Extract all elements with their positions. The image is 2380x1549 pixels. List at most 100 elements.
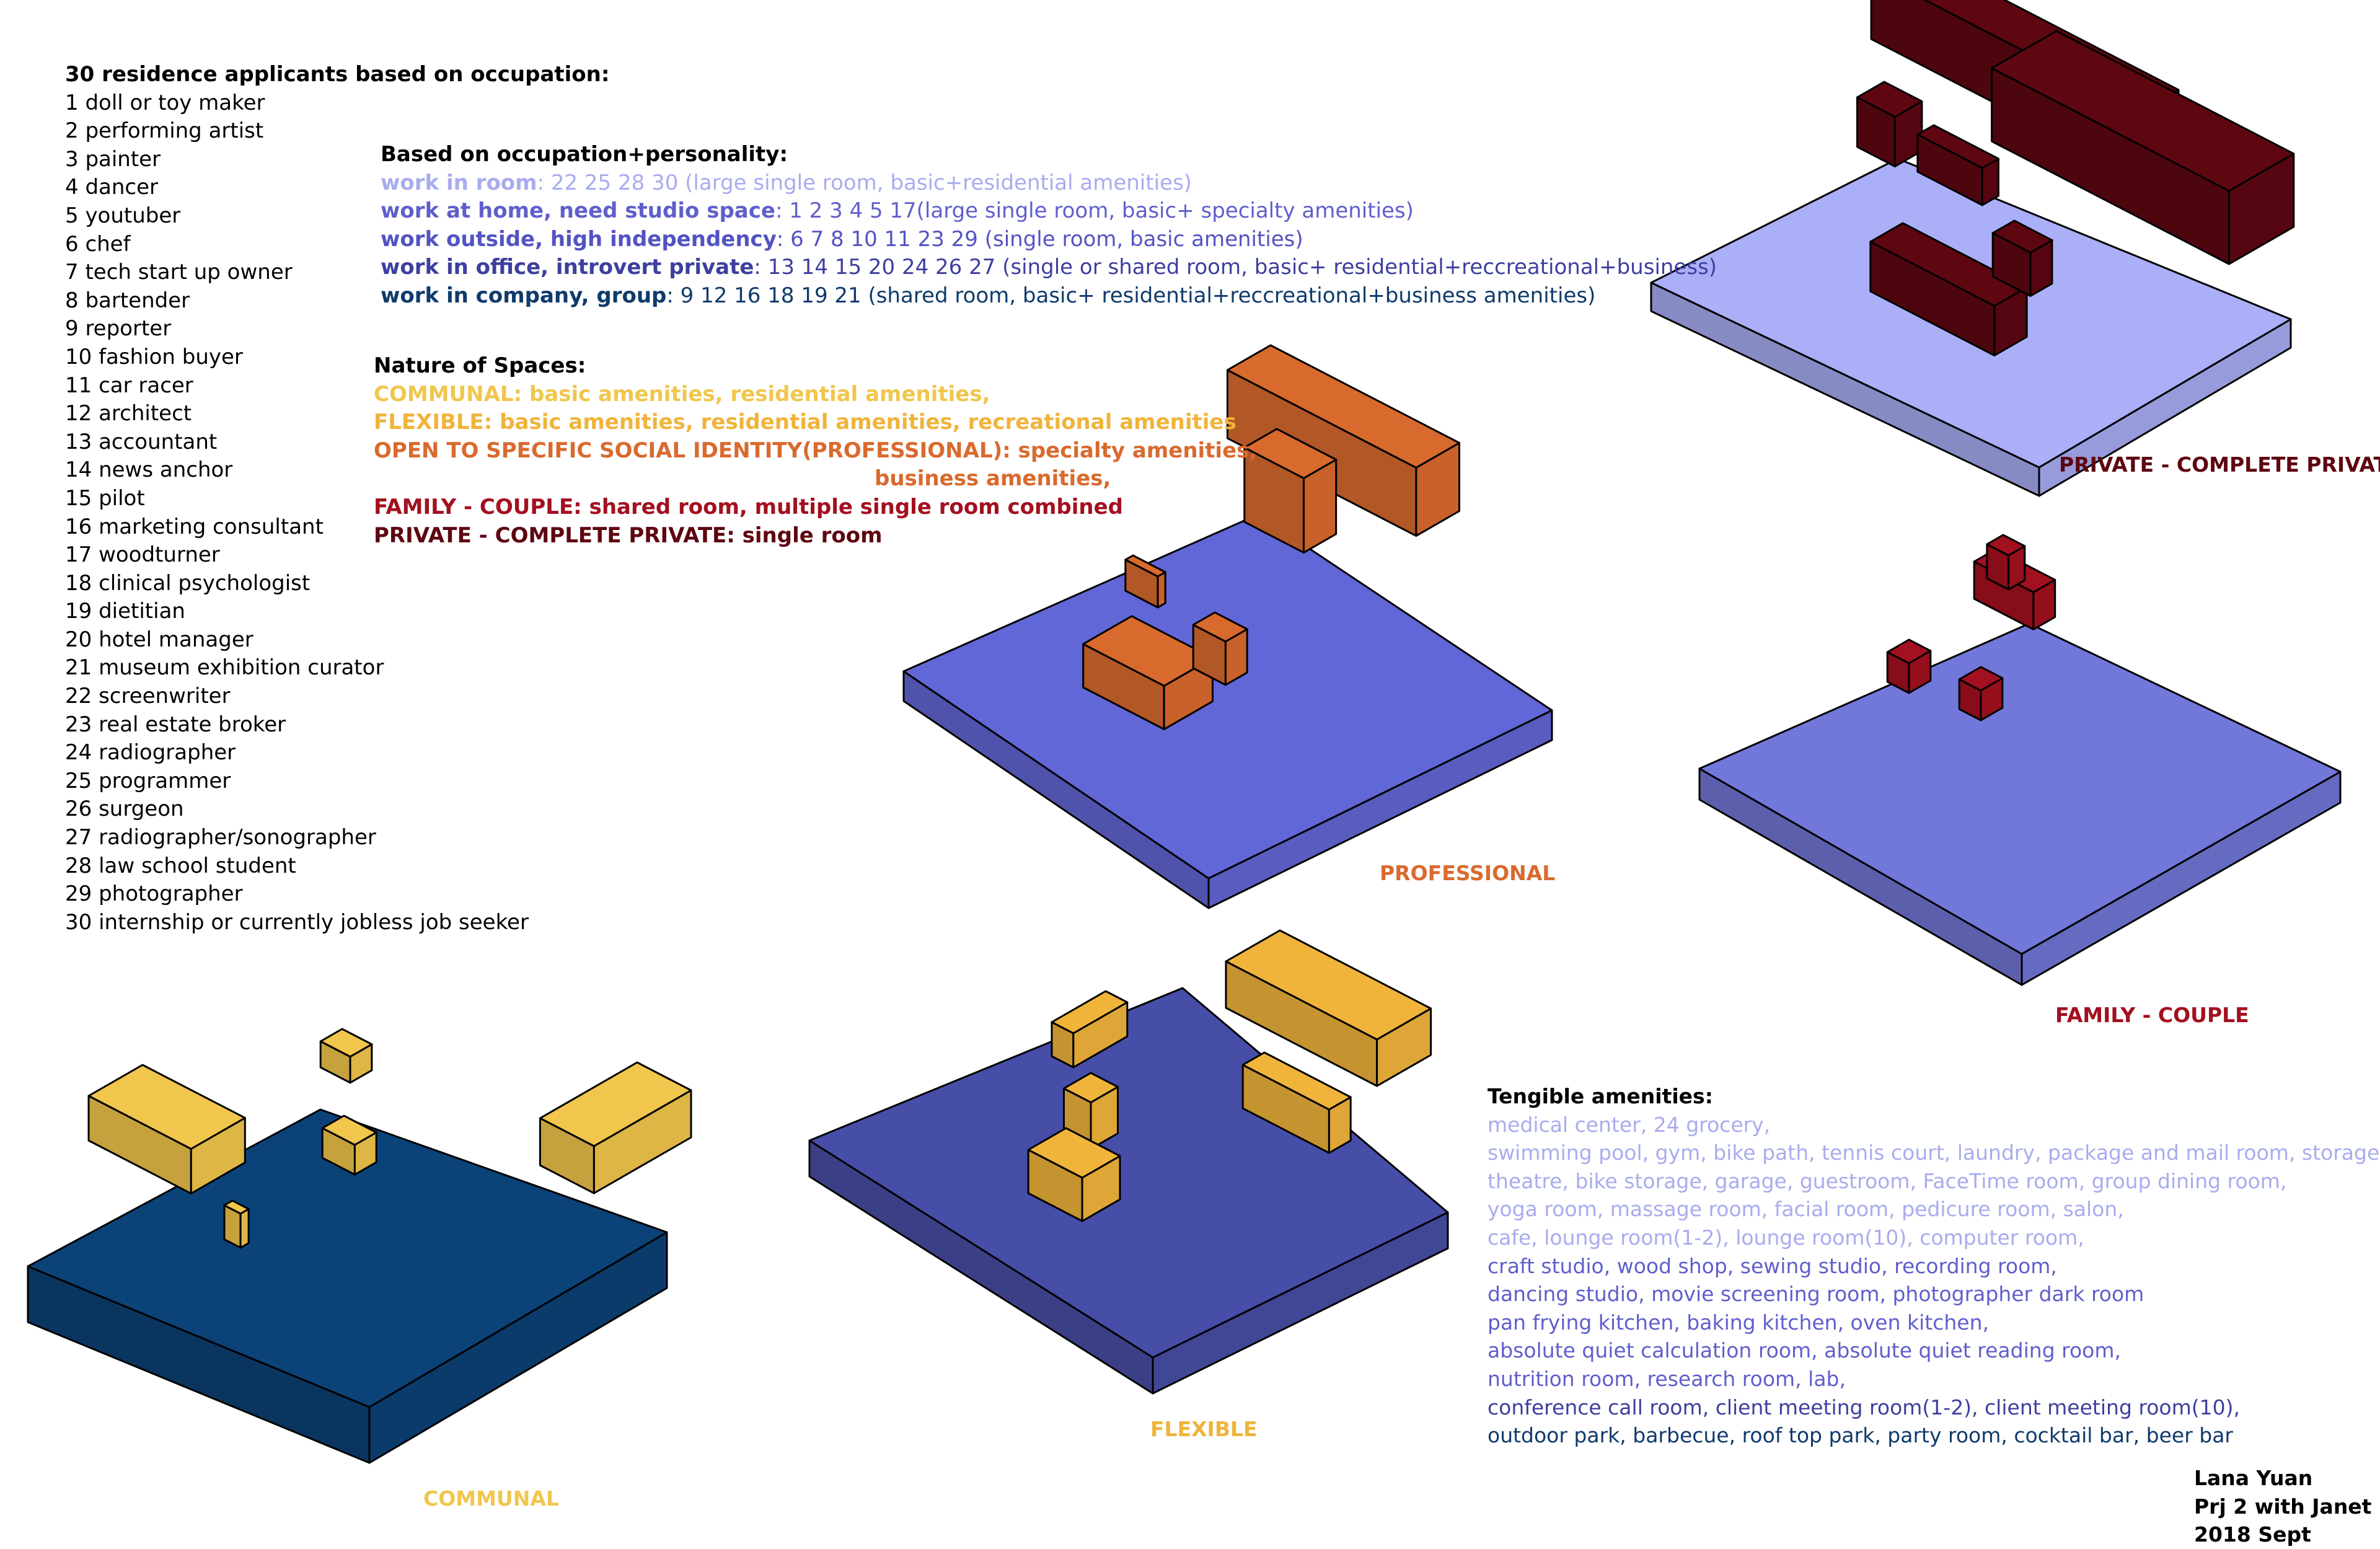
- amenity-line: yoga room, massage room, facial room, pe…: [1488, 1197, 2124, 1222]
- private-bar-right-top: [1991, 30, 2295, 192]
- nature-block: Nature of Spaces: COMMUNAL: basic amenit…: [374, 352, 1257, 550]
- applicant-item: 7 tech start up owner: [65, 260, 293, 285]
- private-block-small-2-top: [1916, 124, 1999, 169]
- professional-base-notch-top: [1192, 611, 1248, 643]
- applicant-item: 17 woodturner: [65, 542, 220, 568]
- applicant-item: 22 screenwriter: [65, 684, 231, 709]
- private-block-low-2-top: [1991, 219, 2053, 254]
- amenity-line: craft studio, wood shop, sewing studio, …: [1488, 1253, 2057, 1278]
- label-private: PRIVATE - COMPLETE PRIVATE: [2059, 452, 2380, 477]
- applicant-item: 18 clinical psychologist: [65, 570, 311, 596]
- personality-rows: work in room: 22 25 28 30 (large single …: [381, 169, 1717, 311]
- applicant-item: 2 performing artist: [65, 118, 264, 144]
- applicant-item: 30 internship or currently jobless job s…: [65, 909, 529, 935]
- personality-row-label: work in room: [381, 170, 537, 195]
- amenity-line: swimming pool, gym, bike path, tennis co…: [1488, 1141, 2380, 1165]
- amenity-line: absolute quiet calculation room, absolut…: [1488, 1338, 2121, 1363]
- nature-communal: COMMUNAL: basic amenities, residential a…: [374, 381, 990, 407]
- applicant-item: 6 chef: [65, 231, 131, 257]
- personality-row-label: work in office, introvert private: [381, 255, 754, 280]
- applicant-item: 14 news anchor: [65, 457, 233, 483]
- applicant-item: 28 law school student: [65, 853, 296, 878]
- personality-row-label: work outside, high independency: [381, 226, 777, 252]
- label-flexible: FLEXIBLE: [1150, 1417, 1258, 1441]
- applicant-item: 13 accountant: [65, 429, 218, 454]
- personality-row: work outside, high independency: 6 7 8 1…: [381, 226, 1717, 254]
- applicant-item: 11 car racer: [65, 373, 193, 398]
- family-cube-2-top: [1958, 666, 2004, 692]
- applicant-item: 9 reporter: [65, 316, 172, 342]
- applicant-item: 25 programmer: [65, 768, 231, 793]
- professional-bar-drop-top: [1243, 428, 1338, 479]
- personality-block: Based on occupation+personality: work in…: [381, 141, 1717, 311]
- personality-row-text: : 6 7 8 10 11 23 29 (single room, basic …: [776, 226, 1303, 252]
- applicant-item: 24 radiographer: [65, 740, 236, 766]
- amenity-line: pan frying kitchen, baking kitchen, oven…: [1488, 1310, 1989, 1335]
- communal-cube-mid-top: [321, 1114, 377, 1146]
- communal-bar-left-step-top: [223, 1199, 250, 1215]
- label-communal: COMMUNAL: [423, 1486, 559, 1511]
- applicants-title: 30 residence applicants based on occupat…: [65, 62, 610, 87]
- personality-row-text: : 13 14 15 20 24 26 27 (single or shared…: [754, 255, 1717, 280]
- applicant-item: 8 bartender: [65, 288, 190, 313]
- applicants-list: 30 residence applicants based on occupat…: [65, 61, 609, 937]
- personality-row-label: work in company, group: [381, 283, 667, 308]
- applicant-item: 19 dietitian: [65, 599, 185, 624]
- professional-small-bar-side: [1157, 571, 1166, 609]
- communal-cube-top-top: [319, 1028, 373, 1058]
- family-slab-top-face: [1698, 622, 2342, 955]
- credits: Lana Yuan Prj 2 with Janet 2018 Sept: [2194, 1464, 2371, 1549]
- nature-flexible: FLEXIBLE: basic amenities, residential a…: [374, 410, 1236, 435]
- flexible-tower-top: [1063, 1072, 1119, 1103]
- amenity-line: theatre, bike storage, garage, guestroom…: [1488, 1168, 2287, 1193]
- personality-title: Based on occupation+personality:: [381, 142, 788, 167]
- private-block-low-top: [1869, 222, 2028, 307]
- personality-row-label: work at home, need studio space: [381, 198, 775, 224]
- nature-title: Nature of Spaces:: [374, 353, 586, 378]
- applicant-item: 5 youtuber: [65, 203, 181, 228]
- applicant-item: 23 real estate broker: [65, 712, 286, 737]
- amenity-line: cafe, lounge room(1-2), lounge room(10),…: [1488, 1225, 2084, 1250]
- nature-family: FAMILY - COUPLE: shared room, multiple s…: [374, 494, 1124, 519]
- family-cube-1-top: [1886, 638, 1932, 664]
- amenity-line: outdoor park, barbecue, roof top park, p…: [1488, 1423, 2233, 1448]
- personality-row-text: : 9 12 16 18 19 21 (shared room, basic+ …: [666, 283, 1596, 308]
- credit-date: 2018 Sept: [2194, 1522, 2311, 1547]
- flexible-bar-L-foot-top: [1241, 1051, 1352, 1111]
- credit-name: Lana Yuan: [2194, 1466, 2313, 1490]
- communal-bar-right-top: [539, 1061, 692, 1147]
- amenities-block: Tengible amenities: medical center, 24 g…: [1488, 1082, 2380, 1450]
- applicant-item: 1 doll or toy maker: [65, 90, 265, 115]
- professional-small-bar-top: [1124, 554, 1166, 578]
- professional-slab-top-face: [902, 513, 1553, 880]
- communal-bar-left-top: [87, 1064, 246, 1150]
- family-bar-top-top: [1986, 534, 2026, 557]
- personality-row: work at home, need studio space: 1 2 3 4…: [381, 197, 1717, 226]
- applicant-item: 26 surgeon: [65, 797, 184, 822]
- applicant-item: 20 hotel manager: [65, 627, 253, 652]
- amenity-line: conference call room, client meeting roo…: [1488, 1395, 2240, 1419]
- personality-row: work in room: 22 25 28 30 (large single …: [381, 169, 1717, 198]
- communal-bar-left-step-side: [239, 1208, 250, 1249]
- label-family: FAMILY - COUPLE: [2055, 1003, 2249, 1027]
- personality-row: work in office, introvert private: 13 14…: [381, 254, 1717, 282]
- applicant-item: 27 radiographer/sonographer: [65, 825, 376, 850]
- nature-professional: OPEN TO SPECIFIC SOCIAL IDENTITY(PROFESS…: [374, 438, 1258, 463]
- applicant-item: 29 photographer: [65, 881, 243, 907]
- amenity-line: medical center, 24 grocery,: [1488, 1112, 1771, 1137]
- personality-row-text: : 22 25 28 30 (large single room, basic+…: [537, 170, 1192, 195]
- personality-row: work in company, group: 9 12 16 18 19 21…: [381, 282, 1717, 311]
- amenity-line: nutrition room, research room, lab,: [1488, 1366, 1846, 1391]
- credit-project: Prj 2 with Janet: [2194, 1494, 2372, 1519]
- applicant-item: 21 museum exhibition curator: [65, 655, 384, 681]
- nature-professional-cont: business amenities,: [875, 466, 1111, 492]
- flexible-small-bar-top: [1051, 990, 1129, 1035]
- professional-base-top: [1082, 615, 1214, 687]
- amenities-title: Tengible amenities:: [1488, 1084, 1713, 1108]
- amenity-lines: medical center, 24 grocery, swimming pool…: [1488, 1111, 2380, 1450]
- applicant-item: 15 pilot: [65, 485, 145, 511]
- personality-row-text: : 1 2 3 4 5 17(large single room, basic+…: [775, 198, 1414, 224]
- applicant-item: 12 architect: [65, 401, 192, 426]
